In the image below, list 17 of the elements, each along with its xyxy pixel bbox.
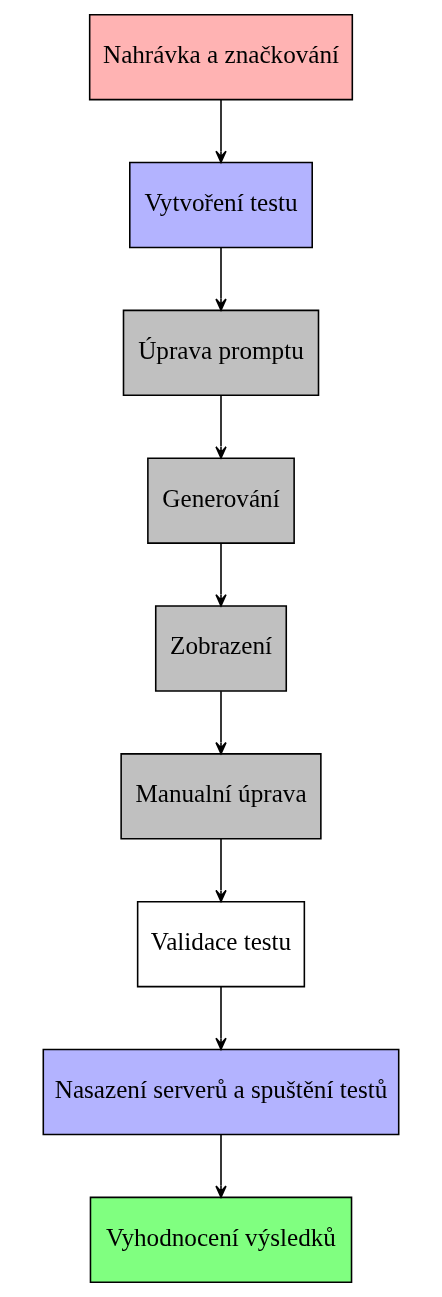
arrow: [215, 542, 227, 607]
node-box: Vyhodnocení výsledků: [89, 1196, 353, 1284]
node-box: Úprava promptu: [122, 309, 320, 397]
arrow: [215, 394, 227, 459]
node-box: Validace testu: [136, 900, 306, 988]
node-box: Manualní úprava: [120, 753, 322, 840]
node-box: Vytvoření testu: [129, 161, 313, 249]
node-box: Generování: [147, 457, 295, 544]
arrow: [215, 99, 227, 164]
node-box: Zobrazení: [154, 605, 288, 692]
arrow: [215, 246, 227, 311]
arrow: [215, 838, 227, 903]
node-box: Nasazení serverů a spuštění testů: [42, 1048, 400, 1136]
node-box: Nahrávka a značkování: [88, 13, 354, 101]
arrow: [215, 1133, 227, 1198]
arrow: [215, 986, 227, 1051]
arrow: [215, 690, 227, 755]
